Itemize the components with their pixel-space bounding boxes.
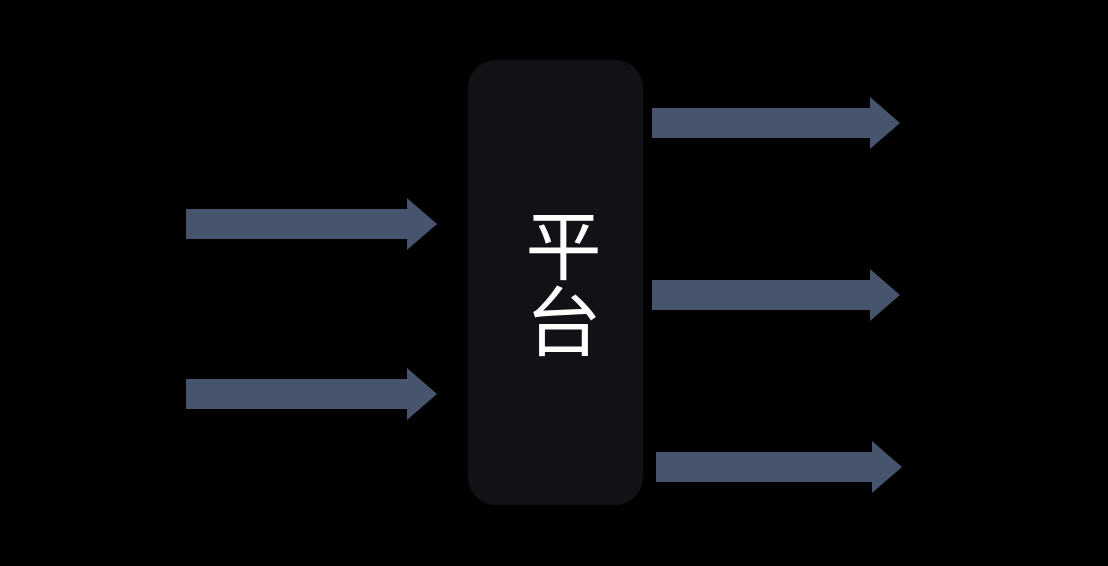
output-arrow-2	[652, 269, 900, 321]
output-arrow-1	[652, 97, 900, 149]
input-arrow-2	[186, 368, 437, 420]
platform-label: 平台	[513, 206, 598, 359]
output-arrow-3	[656, 441, 902, 493]
platform-box[interactable]: 平台	[468, 60, 643, 505]
input-arrow-1	[186, 198, 437, 250]
